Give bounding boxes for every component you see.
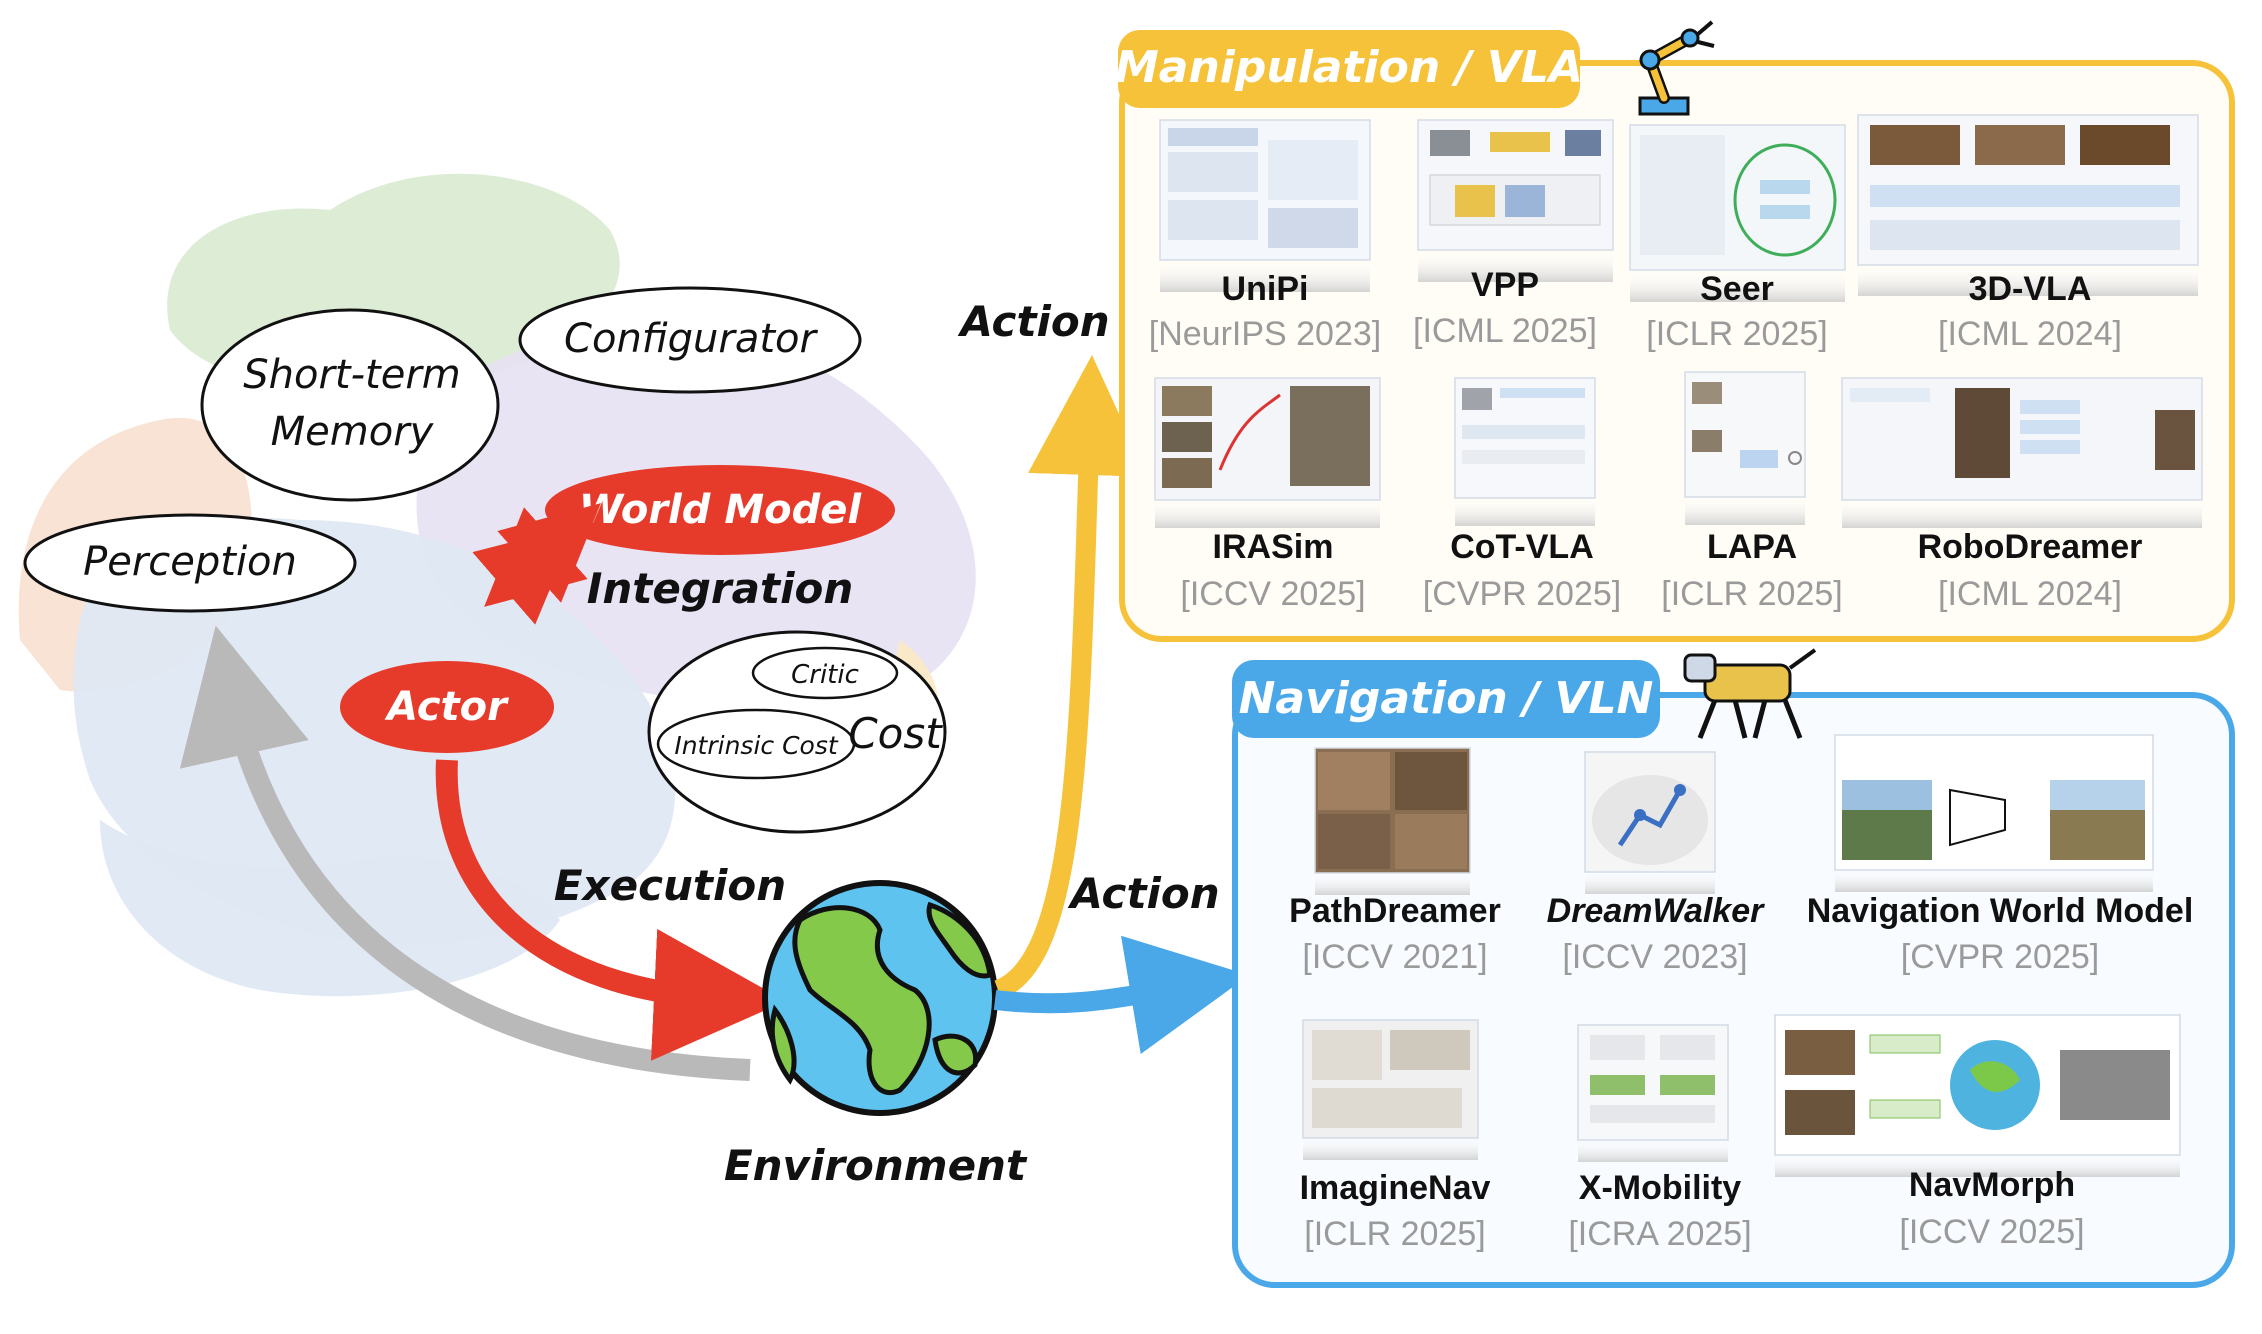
navigation-panel: Navigation / VLN	[1232, 648, 2235, 1288]
feedback-arrow	[179, 625, 751, 1081]
thumb-seer	[1629, 124, 1846, 302]
cost-module: Critic Intrinsic Cost Cost	[647, 630, 947, 834]
action-arrow-navigation	[993, 935, 1250, 1055]
paper-name-pathdreamer: PathDreamer	[1289, 892, 1501, 930]
action-label-bottom: Action	[1067, 869, 1219, 918]
configurator-label: Configurator	[564, 316, 818, 362]
paper-venue-navigation-world-model: [CVPR 2025]	[1901, 938, 2099, 976]
paper-venue-dreamwalker: [ICCV 2023]	[1562, 938, 1747, 976]
paper-name-navmorph: NavMorph	[1909, 1166, 2075, 1204]
thumb-navmorph	[1774, 1014, 2181, 1177]
cost-label: Cost	[848, 709, 943, 758]
paper-name-robodreamer: RoboDreamer	[1918, 528, 2143, 566]
paper-name-unipi: UniPi	[1222, 270, 1309, 308]
paper-venue-seer: [ICLR 2025]	[1646, 315, 1827, 353]
thumb-robodreamer	[1841, 377, 2203, 528]
thumb-cot-vla	[1454, 377, 1596, 526]
navigation-title: Navigation / VLN	[1239, 673, 1654, 724]
critic-label: Critic	[791, 660, 859, 690]
action-label-top: Action	[957, 297, 1109, 346]
perception-module: Perception	[23, 513, 357, 613]
paper-name-x-mobility: X-Mobility	[1579, 1169, 1742, 1207]
intrinsic-cost-label: Intrinsic Cost	[674, 731, 839, 760]
execution-label: Execution	[554, 861, 786, 910]
paper-name-imaginenav: ImagineNav	[1300, 1169, 1491, 1207]
paper-venue-imaginenav: [ICLR 2025]	[1304, 1215, 1485, 1253]
configurator-module: Configurator	[518, 286, 862, 394]
paper-venue-robodreamer: [ICML 2024]	[1938, 575, 2122, 613]
actor-label: Actor	[384, 684, 509, 730]
paper-venue-cot-vla: [CVPR 2025]	[1423, 575, 1621, 613]
integration-label: Integration	[587, 564, 853, 613]
perception-label: Perception	[83, 539, 297, 585]
robot-arm-icon	[1638, 20, 1715, 116]
environment-label: Environment	[724, 1141, 1028, 1190]
action-arrow-manipulation	[993, 355, 1149, 1000]
thumb-x-mobility	[1577, 1024, 1729, 1162]
execution-arrow	[435, 759, 786, 1061]
thumb-pathdreamer	[1314, 747, 1471, 895]
short-term-memory-module: Short-term Memory	[200, 308, 500, 502]
world-model-module: World Model	[545, 465, 895, 555]
thumb-lapa	[1684, 371, 1806, 525]
paper-venue-unipi: [NeurIPS 2023]	[1149, 315, 1381, 353]
thumb-vpp	[1417, 119, 1614, 282]
paper-venue-lapa: [ICLR 2025]	[1661, 575, 1842, 613]
paper-name-cot-vla: CoT-VLA	[1450, 528, 1594, 566]
thumb-navigation-world-model	[1834, 734, 2154, 892]
thumb-imaginenav	[1302, 1019, 1479, 1160]
manipulation-title: Manipulation / VLA	[1115, 42, 1583, 93]
short-term-memory-label-2: Memory	[271, 409, 435, 455]
paper-venue-x-mobility: [ICRA 2025]	[1568, 1215, 1751, 1253]
paper-name-dreamwalker: DreamWalker	[1547, 892, 1765, 930]
integration-arrow: Integration	[472, 503, 853, 625]
thumb-irasim	[1154, 377, 1381, 528]
thumb-dreamwalker	[1584, 751, 1716, 894]
short-term-memory-label-1: Short-term	[243, 352, 460, 398]
paper-venue-vpp: [ICML 2025]	[1413, 312, 1597, 350]
paper-name-lapa: LAPA	[1707, 528, 1797, 566]
paper-venue-navmorph: [ICCV 2025]	[1899, 1213, 2084, 1251]
world-model-label: World Model	[579, 487, 862, 533]
paper-venue-pathdreamer: [ICCV 2021]	[1302, 938, 1487, 976]
thumb-3d-vla	[1857, 114, 2199, 296]
paper-name-seer: Seer	[1700, 270, 1774, 308]
globe-icon	[762, 880, 998, 1116]
paper-venue-irasim: [ICCV 2025]	[1180, 575, 1365, 613]
paper-name-3d-vla: 3D-VLA	[1969, 270, 2092, 308]
paper-name-navigation-world-model: Navigation World Model	[1807, 892, 2194, 930]
robot-dog-icon	[1683, 648, 1817, 739]
paper-venue-3d-vla: [ICML 2024]	[1938, 315, 2122, 353]
manipulation-panel: Manipulation / VLA	[1115, 20, 2235, 642]
paper-name-irasim: IRASim	[1213, 528, 1334, 566]
thumb-unipi	[1159, 119, 1371, 292]
actor-module: Actor	[340, 661, 554, 753]
paper-name-vpp: VPP	[1471, 266, 1539, 304]
